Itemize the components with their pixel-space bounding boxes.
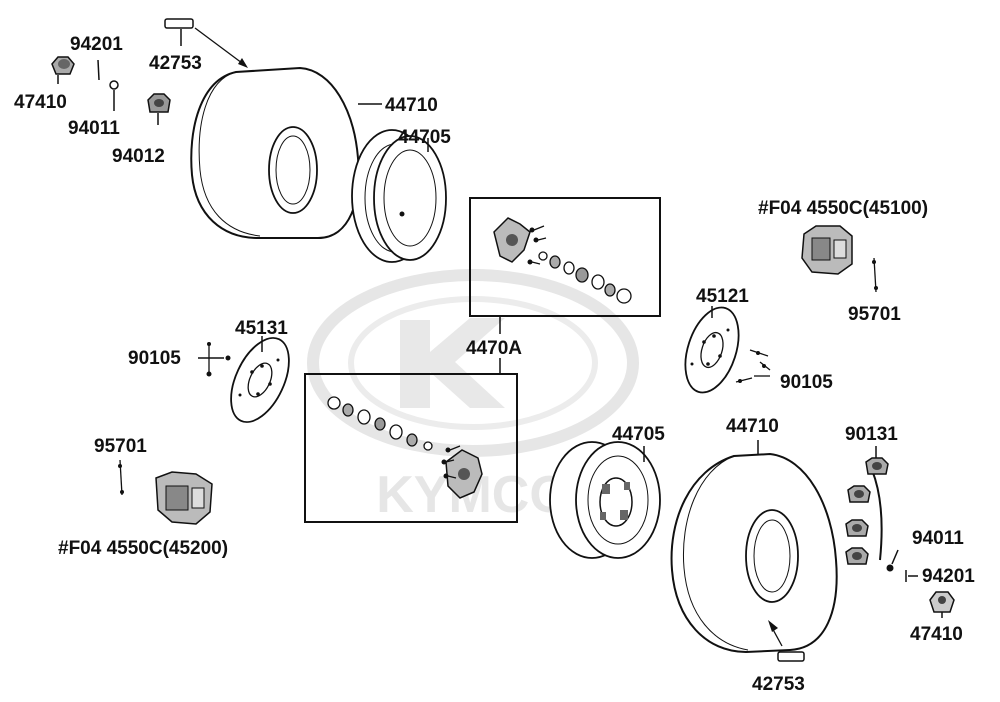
- hub-assembly-frame-lower: [304, 373, 518, 523]
- callout-42753-top: 42753: [149, 53, 202, 74]
- callout-47410-top: 47410: [14, 92, 67, 113]
- callout-45131: 45131: [235, 318, 288, 339]
- valve-stem-icon: [164, 18, 194, 46]
- castle-nut-icon: [147, 93, 171, 125]
- callout-94201-top: 94201: [70, 34, 123, 55]
- leader-arrow-icon: [768, 620, 783, 647]
- hub-icon: [441, 445, 483, 499]
- hub-assembly-frame-upper: [469, 197, 661, 317]
- callout-44710-bottom: 44710: [726, 416, 779, 437]
- tire-icon: [190, 66, 382, 239]
- callout-47410-bottom: 47410: [910, 624, 963, 645]
- cotter-pin-icon: [97, 59, 100, 81]
- hub-icon: [493, 217, 547, 265]
- castle-nut-icon: [929, 591, 955, 618]
- callout-4470a: 4470A: [466, 338, 522, 359]
- callout-44705-top: 44705: [398, 127, 451, 148]
- callout-44710-top: 44710: [385, 95, 438, 116]
- lug-nut-icon: [845, 446, 889, 565]
- callout-42753-bottom: 42753: [752, 674, 805, 695]
- bolt-icon: [735, 349, 771, 383]
- leader-arrow-icon: [194, 27, 248, 68]
- bolt-icon: [198, 342, 231, 377]
- callout-94011-bottom: 94011: [912, 528, 964, 549]
- callout-44705-bottom: 44705: [612, 424, 665, 445]
- brake-caliper-icon: [155, 471, 213, 525]
- washer-icon: [109, 80, 119, 111]
- callout-45121: 45121: [696, 286, 749, 307]
- washer-icon: [886, 549, 899, 572]
- callout-95701-left: 95701: [94, 436, 147, 457]
- callout-f04-45100: #F04 4550C(45100): [758, 198, 928, 219]
- callout-95701-right: 95701: [848, 304, 901, 325]
- bearing-icon: [327, 396, 433, 451]
- callout-90105-right: 90105: [780, 372, 833, 393]
- rim-icon: [549, 441, 661, 559]
- brake-caliper-icon: [801, 225, 853, 275]
- callout-94011-top: 94011: [68, 118, 120, 139]
- brake-disc-icon: [230, 336, 290, 423]
- rim-icon: [351, 129, 447, 263]
- lug-nut-icon: [51, 56, 75, 84]
- valve-stem-icon: [777, 651, 805, 662]
- callout-94201-bottom: 94201: [922, 566, 975, 587]
- tire-icon: [670, 440, 838, 654]
- callout-f04-45200: #F04 4550C(45200): [58, 538, 228, 559]
- callout-90105-left: 90105: [128, 348, 181, 369]
- cotter-pin-icon: [905, 570, 918, 582]
- bearing-icon: [538, 251, 632, 304]
- callout-94012: 94012: [112, 146, 165, 167]
- brake-disc-icon: [684, 306, 740, 394]
- bolt-icon: [872, 257, 878, 293]
- callout-90131: 90131: [845, 424, 898, 445]
- bolt-icon: [118, 459, 124, 496]
